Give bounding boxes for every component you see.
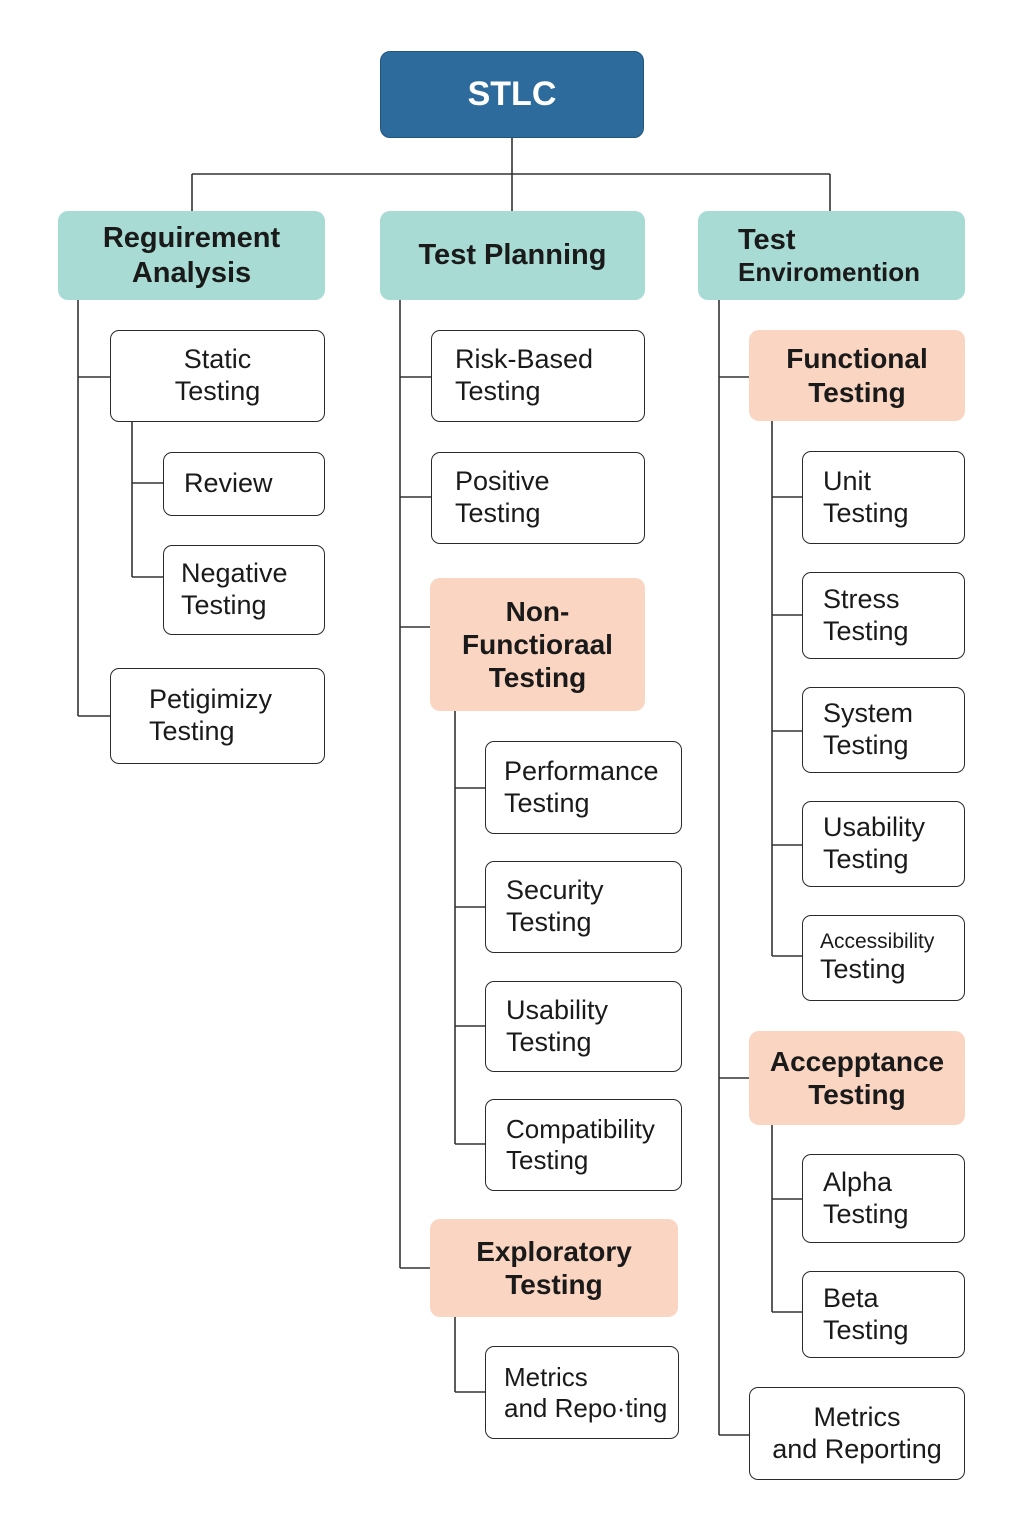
node-review: Review	[163, 452, 325, 516]
node-performance-testing: Performance Testing	[485, 741, 682, 834]
node-metrics-and-reporting: Metrics and Reporting	[749, 1387, 965, 1480]
node-risk-based-testing: Risk-Based Testing	[431, 330, 645, 422]
group-non-functional-testing: Non- Functioraal Testing	[430, 578, 645, 711]
node-metrics-and-reporting-exploratory: Metrics and Repo·ting	[485, 1346, 679, 1439]
node-alpha-testing: Alpha Testing	[802, 1154, 965, 1243]
node-positive-testing: Positive Testing	[431, 452, 645, 544]
phase-title-line-1: Reguirement	[102, 222, 281, 255]
group-functional-testing: Functional Testing	[749, 330, 965, 421]
phase-title-line-1: Test Planning	[418, 239, 607, 272]
node-compatibility-testing: Compatibility Testing	[485, 1099, 682, 1191]
node-accessibility-testing: Accessibility Testing	[802, 915, 965, 1001]
phase-requirement-analysis: Reguirement Analysis	[58, 211, 325, 300]
phase-title-line-1: Test	[738, 224, 796, 257]
node-unit-testing: Unit Testing	[802, 451, 965, 544]
phase-title-line-2: Enviromention	[738, 257, 921, 288]
node-stress-testing: Stress Testing	[802, 572, 965, 659]
node-security-testing: Security Testing	[485, 861, 682, 953]
phase-test-planning: Test Planning	[380, 211, 645, 300]
phase-title-line-2: Analysis	[131, 256, 252, 289]
group-exploratory-testing: Exploratory Testing	[430, 1219, 678, 1317]
node-beta-testing: Beta Testing	[802, 1271, 965, 1358]
node-usability-testing-functional: Usability Testing	[802, 801, 965, 887]
group-acceptance-testing: Accepptance Testing	[749, 1031, 965, 1125]
node-static-testing: Static Testing	[110, 330, 325, 422]
node-petigimizy-testing: Petigimizy Testing	[110, 668, 325, 764]
node-system-testing: System Testing	[802, 687, 965, 773]
node-negative-testing: Negative Testing	[163, 545, 325, 635]
stlc-root-label: STLC	[467, 75, 557, 114]
node-usability-testing-nf: Usability Testing	[485, 981, 682, 1072]
phase-test-environment: Test Enviromention	[698, 211, 965, 300]
stlc-root-node: STLC	[380, 51, 644, 138]
